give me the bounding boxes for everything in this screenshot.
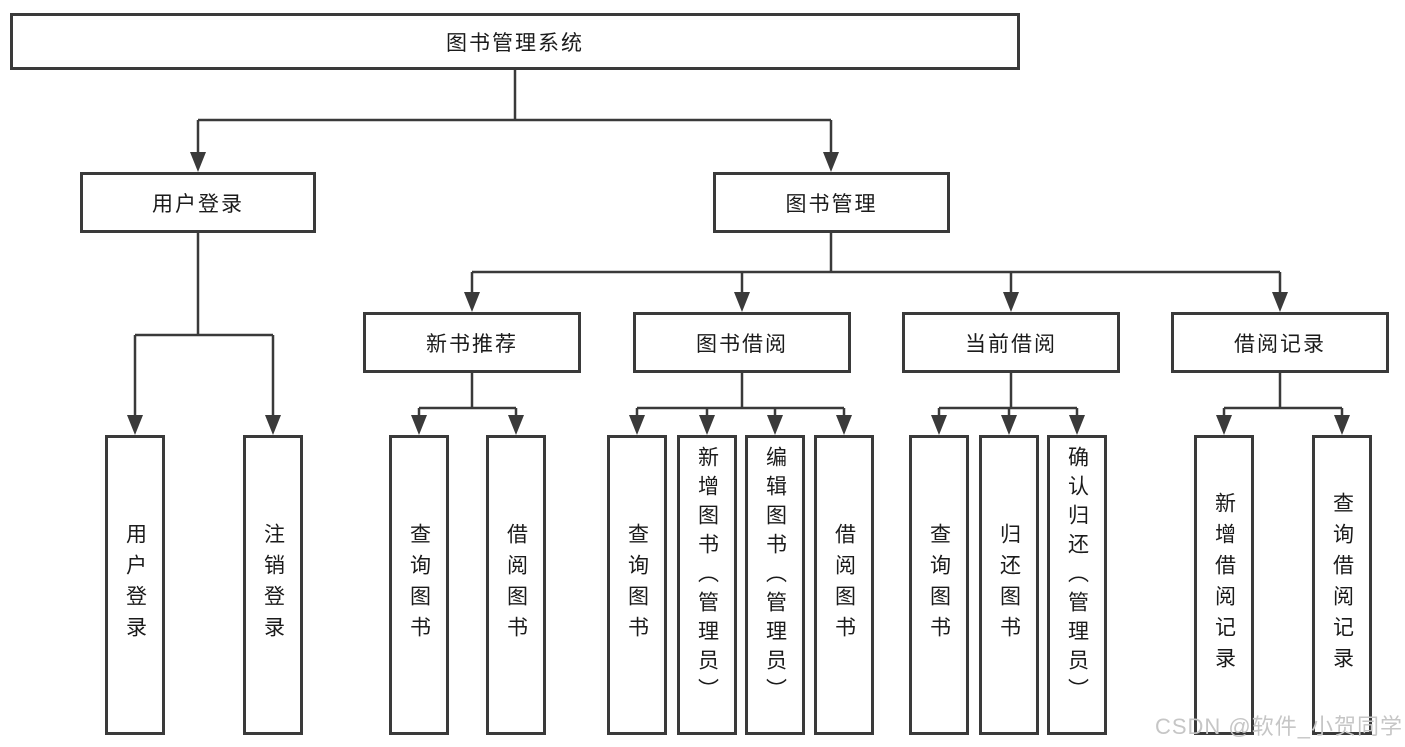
leaf-confirm-return-admin: 确认归还（管理员） [1047, 435, 1107, 735]
leaf-edit-book-admin: 编辑图书（管理员） [745, 435, 805, 735]
leaf-query-book-borrow: 查询图书 [607, 435, 667, 735]
leaf-user-login: 用户登录 [105, 435, 165, 735]
node-book-management: 图书管理 [713, 172, 950, 233]
leaf-borrow-book-label: 借阅图书 [832, 523, 856, 647]
csdn-watermark: CSDN @软件_小贺同学 [1154, 714, 1403, 739]
leaf-logout: 注销登录 [243, 435, 303, 735]
node-borrow-record: 借阅记录 [1171, 312, 1389, 373]
leaf-add-borrow-record-label: 新增借阅记录 [1212, 492, 1236, 678]
leaf-borrow-book: 借阅图书 [814, 435, 874, 735]
leaf-return-book-label: 归还图书 [997, 523, 1021, 647]
leaf-query-book-current-label: 查询图书 [927, 523, 951, 647]
leaf-user-login-label: 用户登录 [123, 523, 147, 647]
leaf-query-book-recommend-label: 查询图书 [407, 523, 431, 647]
node-book-borrow: 图书借阅 [633, 312, 851, 373]
node-new-book-recommend: 新书推荐 [363, 312, 581, 373]
leaf-return-book: 归还图书 [979, 435, 1039, 735]
leaf-borrow-book-recommend: 借阅图书 [486, 435, 546, 735]
leaf-query-borrow-record: 查询借阅记录 [1312, 435, 1372, 735]
leaf-query-book-borrow-label: 查询图书 [625, 523, 649, 647]
leaf-query-book-recommend: 查询图书 [389, 435, 449, 735]
leaf-edit-book-admin-label: 编辑图书（管理员） [763, 446, 787, 707]
leaf-query-borrow-record-label: 查询借阅记录 [1330, 492, 1354, 678]
node-current-borrow: 当前借阅 [902, 312, 1120, 373]
leaf-query-book-current: 查询图书 [909, 435, 969, 735]
node-root-system: 图书管理系统 [10, 13, 1020, 70]
leaf-confirm-return-admin-label: 确认归还（管理员） [1065, 446, 1089, 707]
node-user-login: 用户登录 [80, 172, 316, 233]
leaf-logout-label: 注销登录 [261, 523, 285, 647]
leaf-add-book-admin-label: 新增图书（管理员） [695, 446, 719, 707]
leaf-add-book-admin: 新增图书（管理员） [677, 435, 737, 735]
leaf-borrow-book-recommend-label: 借阅图书 [504, 523, 528, 647]
leaf-add-borrow-record: 新增借阅记录 [1194, 435, 1254, 735]
